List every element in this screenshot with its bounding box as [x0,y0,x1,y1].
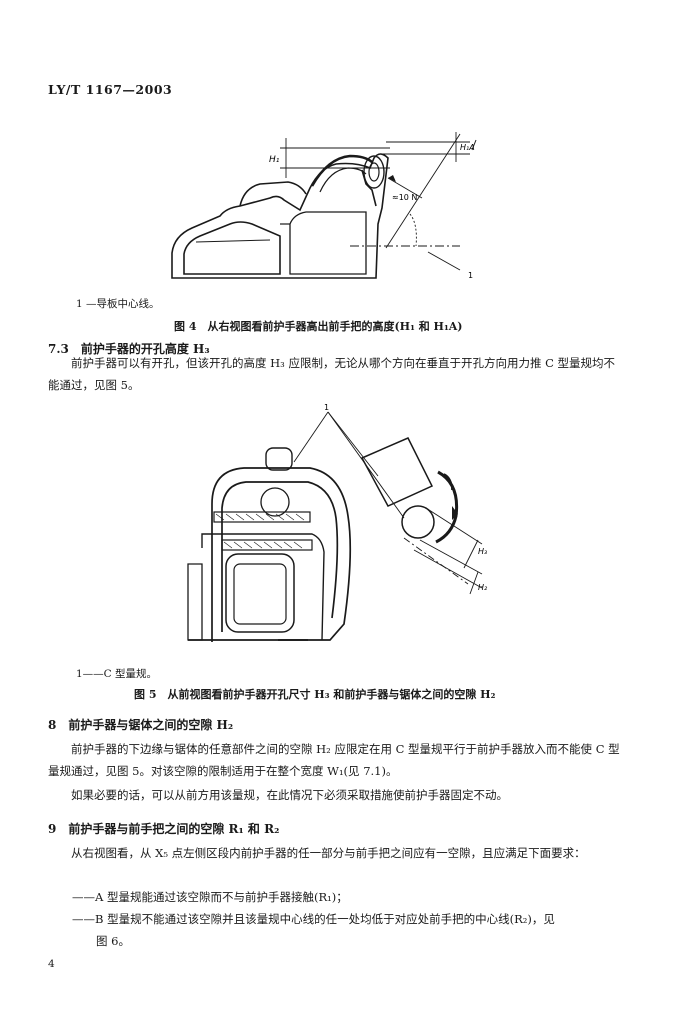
page-number: 4 [48,958,55,970]
standard-number: LY/T 1167—2003 [48,82,173,97]
section-9-title: 9 前护手器与前手把之间的空隙 R₁ 和 R₂ [48,822,280,836]
section-9-item-1: ——A 型量规能通过该空隙而不与前护手器接触(R₁)； [72,890,348,904]
label-force: ≈10 N [392,193,417,202]
section-7-3-para: 前护手器可以有开孔，但该开孔的高度 H₃ 应限制，无论从哪个方向在垂直于开孔方向… [48,356,616,392]
section-7-3-title: 7.3 前护手器的开孔高度 H₃ [48,342,210,356]
label-callout-1: 1 [324,404,329,412]
section-8-title: 8 前护手器与锯体之间的空隙 H₂ [48,718,234,732]
label-h2: H₂ [478,583,488,592]
figure-4-note: 1 —导板中心线。 [76,298,160,310]
section-8-para-1: 前护手器的下边缘与锯体的任意部件之间的空隙 H₂ 应限定在用 C 型量规平行于前… [48,742,620,778]
label-h1: H₁ [269,155,280,165]
figure-5-caption: 图 5 从前视图看前护手器开孔尺寸 H₃ 和前护手器与锯体之间的空隙 H₂ [134,688,496,701]
section-9-item-2: ——B 型量规不能通过该空隙并且该量规中心线的任一处均低于对应处前手把的中心线(… [72,912,555,926]
figure-5-drawing: 1 H₃ H₂ [187,404,488,642]
section-9-para-1: 从右视图看，从 X₅ 点左侧区段内前护手器的任一部分与前手把之间应有一空隙，且应… [71,846,586,860]
label-callout-1: 1 [468,271,473,280]
section-9-item-2-cont: 图 6。 [96,934,130,948]
figure-5-note: 1——C 型量规。 [76,668,158,680]
section-8-para-2: 如果必要的话，可以从前方用该量规，在此情况下必须采取措施使前护手器固定不动。 [71,788,508,802]
figure-4-caption: 图 4 从右视图看前护手器高出前手把的高度(H₁ 和 H₁A) [174,320,463,333]
label-h1a: H₁A [460,143,475,152]
label-h3: H₃ [478,547,487,556]
figure-4-drawing: H₁ H₁A ≈10 N 1 [171,132,477,280]
